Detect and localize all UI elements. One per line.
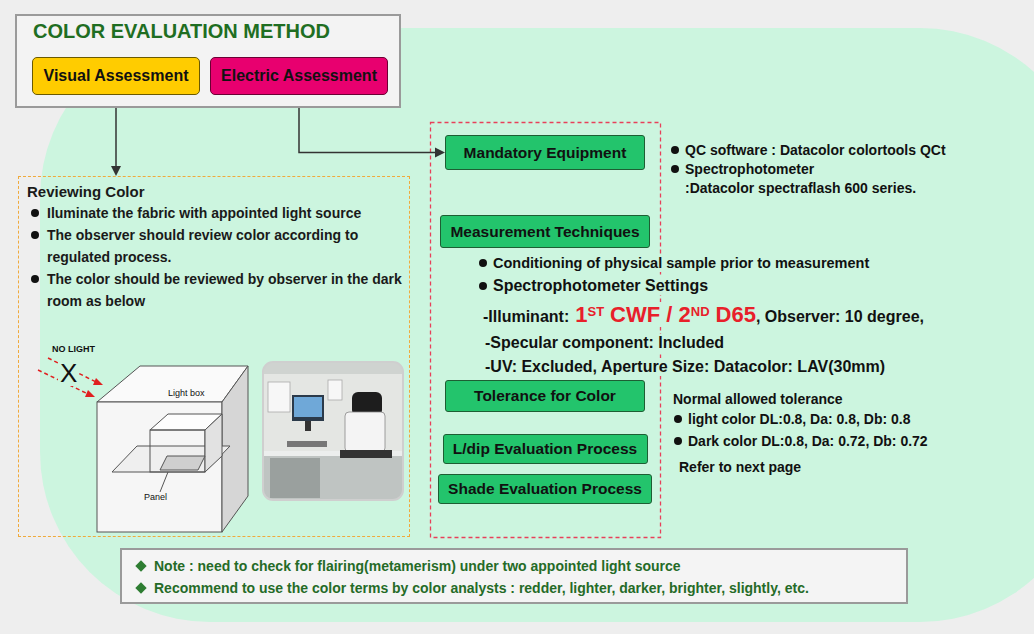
superscript: ST <box>587 304 604 319</box>
technique-text: Spectrophotometer Settings <box>491 277 710 295</box>
setting-text: -Specular component: Included <box>483 334 726 352</box>
bullet-dot <box>671 165 679 173</box>
technique-text: Conditioning of physical sample prior to… <box>491 255 871 272</box>
diamond-marker <box>135 560 146 571</box>
photo-keyboard <box>287 441 327 447</box>
panel-plate <box>160 456 205 470</box>
note-text: Recommend to use the color terms by colo… <box>154 580 809 596</box>
blocked-mark: X <box>58 360 79 386</box>
photo-screen <box>294 397 322 417</box>
bullet-dot <box>674 415 682 423</box>
bullet-item: The color should be reviewed by observer… <box>27 268 403 312</box>
photo-stand <box>305 421 311 431</box>
step-button: Shade Evaluation Process <box>438 474 652 504</box>
equipment-text: :Datacolor spectraflash 600 series. <box>683 180 918 196</box>
no-light-arrows <box>38 358 103 397</box>
bullet-dot <box>31 231 39 239</box>
section-heading: Reviewing Color <box>27 183 403 200</box>
tolerance-text: Dark color DL:0.8, Da: 0.72, Db: 0.72 <box>686 433 930 449</box>
light-box-drawing <box>97 366 248 532</box>
button-label: Visual Assessment <box>44 67 189 85</box>
bullet-dot <box>31 209 39 217</box>
method-box: Visual Assessment <box>32 57 200 95</box>
bullet-dot <box>31 275 39 283</box>
tolerance-text: Normal allowed tolerance <box>671 391 845 407</box>
illuminant-highlight: D65 <box>716 302 756 327</box>
photo-poster <box>328 380 342 400</box>
photo-poster <box>268 382 290 412</box>
bullet-text: The observer should review color accordi… <box>47 227 358 265</box>
photo-border <box>263 362 403 500</box>
equipment-text: Spectrophotometer <box>683 161 816 177</box>
photo-device-body <box>345 412 385 452</box>
note-text: Note : need to check for flairing(metame… <box>154 558 681 574</box>
bullet-item: Iluminate the fabric with appointed ligh… <box>27 202 403 224</box>
step-button: Measurement Techniques <box>440 215 650 248</box>
setting-text: -UV: Excluded, Aperture Size: Datacolor:… <box>483 358 887 376</box>
lab-photo <box>263 362 403 500</box>
lightbox-side <box>205 414 222 472</box>
button-label: L/dip Evaluation Process <box>453 440 637 458</box>
equipment-text: QC software : Datacolor colortools QCt <box>683 142 948 158</box>
callout-label: NO LIGHT <box>50 344 97 354</box>
superscript: ND <box>691 304 710 319</box>
note-item: Recommend to use the color terms by colo… <box>134 577 896 599</box>
photo-ceiling <box>263 362 403 374</box>
diagram-title: COLOR EVALUATION METHOD <box>33 20 330 43</box>
settings-row: -Illuminant: 1ST CWF / 2ND D65, Observer: 1… <box>481 302 926 327</box>
photo-wall <box>263 362 403 500</box>
title-panel: COLOR EVALUATION METHOD Visual Assessment… <box>15 14 401 108</box>
button-label: Shade Evaluation Process <box>448 480 642 498</box>
bullet-item: The observer should review color accordi… <box>27 224 403 268</box>
bullet-dot <box>674 437 682 445</box>
setting-text: -Illuminant: <box>483 308 569 325</box>
lightbox-front <box>150 430 205 472</box>
button-label: Measurement Techniques <box>450 223 639 241</box>
note-box: Note : need to check for flairing(metame… <box>120 548 908 604</box>
photo-desk <box>263 455 403 500</box>
illuminant-highlight: 1 <box>575 302 587 327</box>
tolerance-text: light color DL:0.8, Da: 0.8, Db: 0.8 <box>686 411 912 427</box>
dashed-frame <box>431 123 661 538</box>
step-button: Mandatory Equipment <box>445 135 645 170</box>
panel-leader <box>160 472 168 492</box>
method-box: Electric Assessment <box>210 57 388 95</box>
part-label: Light box <box>166 388 207 398</box>
photo-monitor <box>292 395 324 421</box>
photo-device-base <box>340 450 392 458</box>
step-button: L/dip Evaluation Process <box>443 434 648 464</box>
ray-head <box>93 378 103 385</box>
arrow-head <box>111 166 121 176</box>
tolerance-text: Refer to next page <box>677 459 803 475</box>
review-panel: Reviewing ColorIluminate the fabric with… <box>18 176 410 537</box>
ray-head <box>85 390 95 397</box>
button-label: Tolerance for Color <box>474 387 616 405</box>
diamond-marker <box>135 582 146 593</box>
step-button: Tolerance for Color <box>445 380 645 412</box>
note-item: Note : need to check for flairing(metame… <box>134 555 896 577</box>
bullet-text: Iluminate the fabric with appointed ligh… <box>47 205 361 221</box>
mint-region <box>40 28 1034 622</box>
photo-cabinet <box>270 458 320 498</box>
illuminant-highlight: CWF / 2 <box>610 302 691 327</box>
part-label: Panel <box>142 492 169 502</box>
bullet-text: The color should be reviewed by observer… <box>47 271 402 309</box>
bullet-dot <box>671 146 679 154</box>
setting-text: , Observer: 10 degree, <box>756 308 924 325</box>
button-label: Mandatory Equipment <box>464 144 627 162</box>
button-label: Electric Assessment <box>221 67 377 85</box>
arrow-head <box>435 148 445 158</box>
